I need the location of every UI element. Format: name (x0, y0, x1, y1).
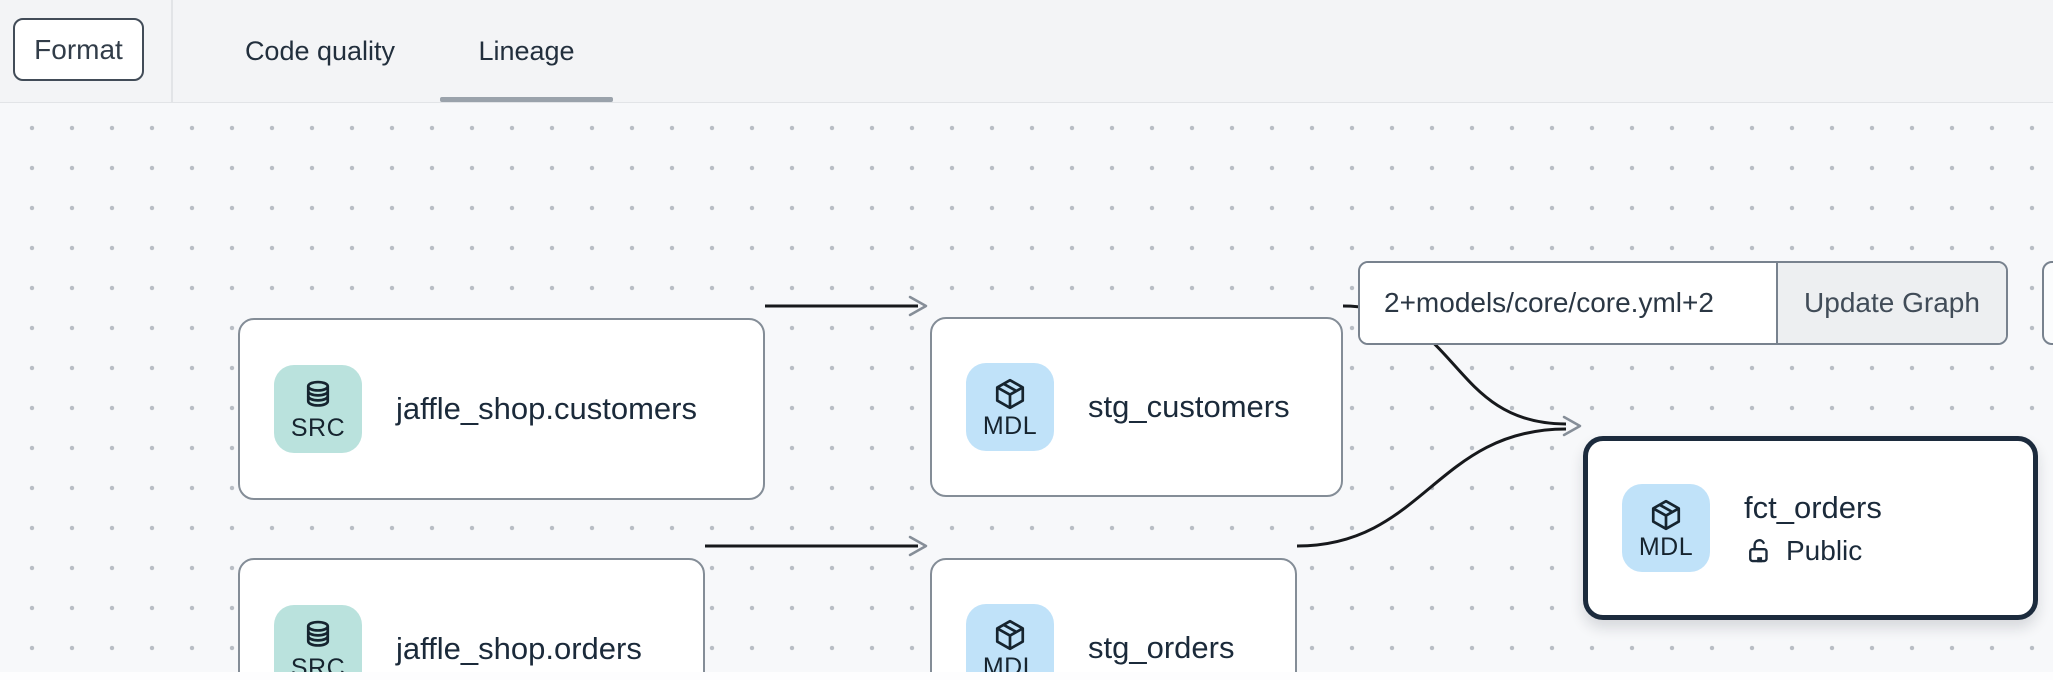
tab-code-quality[interactable]: Code quality (244, 35, 396, 66)
tab-lineage[interactable]: Lineage (478, 35, 575, 66)
access-label: Public (1786, 534, 1863, 566)
arrowhead-icon (908, 535, 928, 557)
source-type-badge: SRC (274, 365, 362, 453)
node-label: jaffle_shop.orders (396, 631, 642, 666)
badge-label: MDL (982, 411, 1038, 440)
node-source-jaffle-shop-customers[interactable]: SRC jaffle_shop.customers (238, 318, 765, 500)
active-tab-underline (440, 97, 613, 102)
arrowhead-icon (908, 295, 928, 317)
model-type-badge: MDL (966, 363, 1054, 451)
format-button[interactable]: Format (13, 18, 144, 81)
model-type-badge: MDL (966, 604, 1054, 680)
arrowhead-icon (1562, 415, 1582, 437)
clipped-right-button[interactable] (2042, 261, 2053, 345)
editor-toolbar: Format Code quality Lineage (0, 0, 2053, 103)
cube-icon (995, 378, 1025, 409)
cube-icon (995, 619, 1025, 650)
database-icon (306, 620, 330, 647)
lineage-canvas[interactable]: SRC jaffle_shop.customers MDL stg_custom… (0, 103, 2053, 680)
node-label: jaffle_shop.customers (396, 391, 697, 426)
node-model-stg-customers[interactable]: MDL stg_customers (930, 317, 1343, 497)
graph-selector-input[interactable]: 2+models/core/core.yml+2 (1360, 263, 1776, 343)
node-model-stg-orders[interactable]: MDL stg_orders (930, 558, 1297, 680)
update-graph-button[interactable]: Update Graph (1776, 263, 2006, 343)
source-type-badge: SRC (274, 605, 362, 680)
node-label: stg_orders (1088, 630, 1235, 665)
node-label: stg_customers (1088, 389, 1290, 424)
database-icon (306, 380, 330, 407)
cube-icon (1651, 499, 1681, 530)
node-label: fct_orders (1744, 489, 1882, 525)
model-type-badge: MDL (1622, 484, 1710, 572)
node-model-fct-orders[interactable]: MDL fct_orders Public (1583, 436, 2038, 620)
graph-selector-group: 2+models/core/core.yml+2 Update Graph (1358, 261, 2008, 345)
access-row: Public (1744, 535, 1882, 567)
badge-label: MDL (1638, 532, 1694, 561)
node-source-jaffle-shop-orders[interactable]: SRC jaffle_shop.orders (238, 558, 705, 680)
unlock-icon (1749, 538, 1768, 562)
badge-label: SRC (290, 413, 346, 442)
bottom-strip (0, 672, 2053, 680)
toolbar-divider (171, 0, 173, 103)
